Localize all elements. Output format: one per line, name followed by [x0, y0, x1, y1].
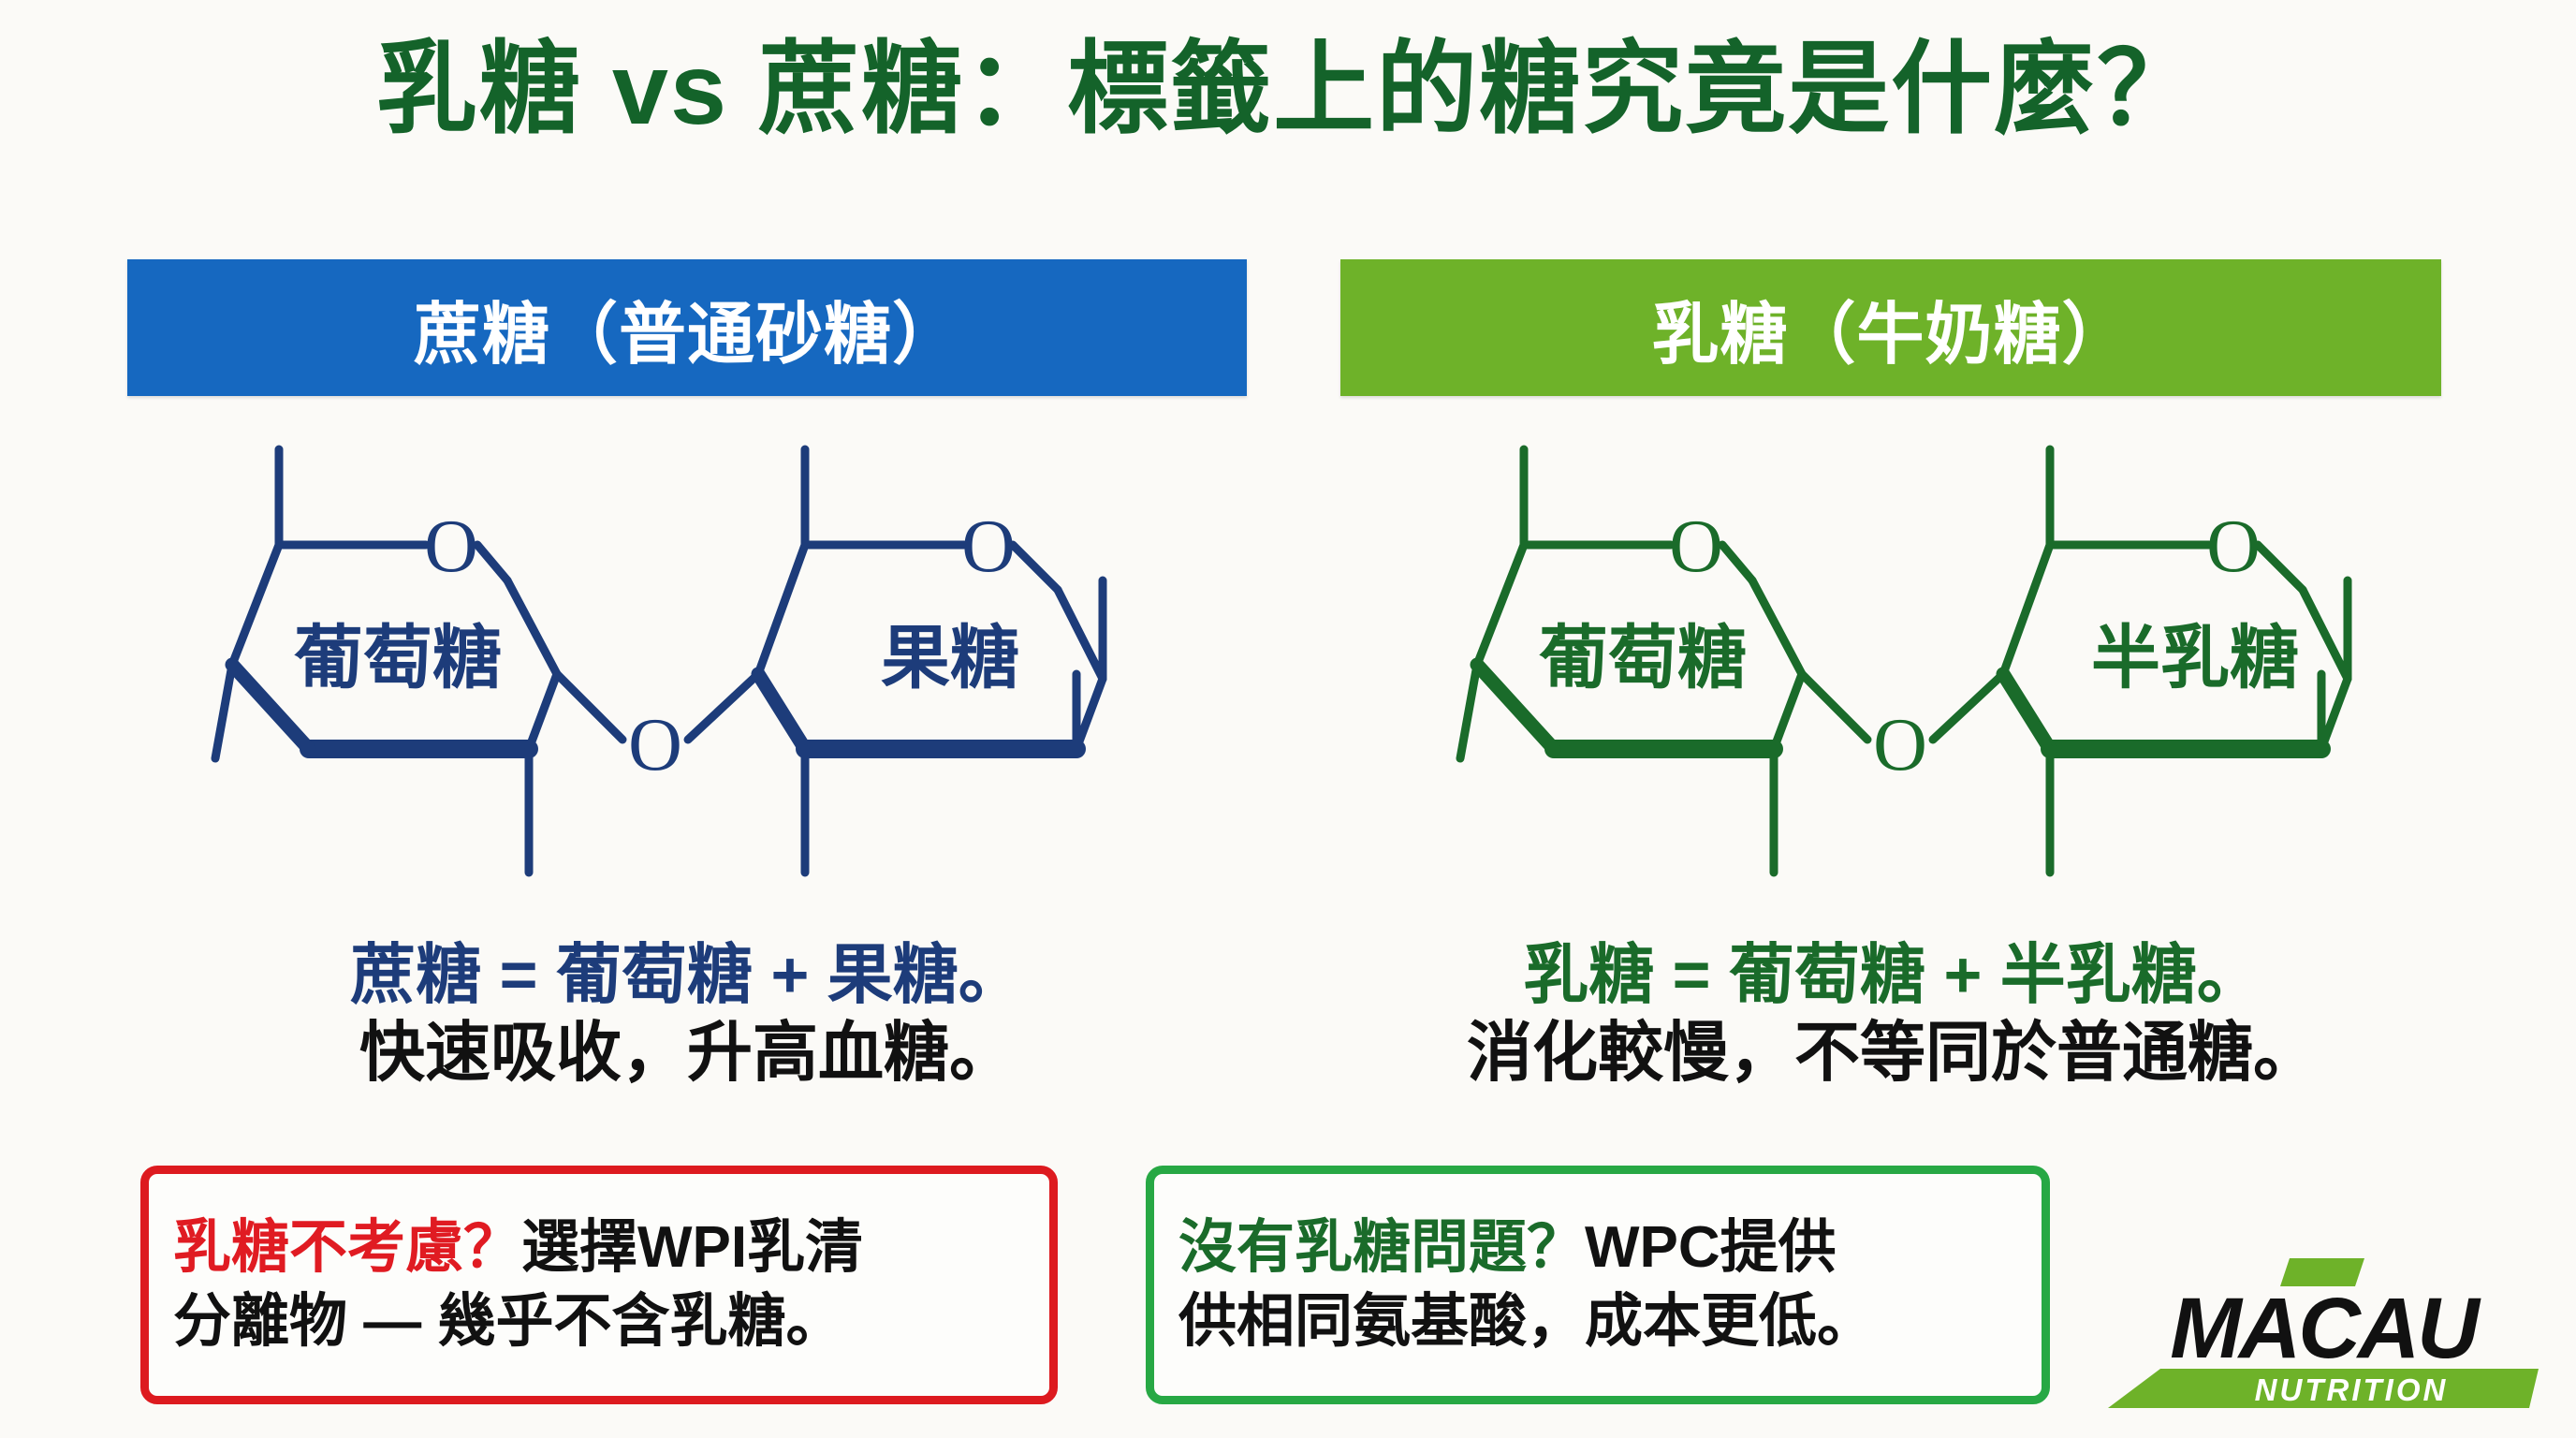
wpi-callout-box: 乳糖不考慮？選擇WPI乳清 分離物 — 幾乎不含乳糖。 [140, 1166, 1058, 1404]
wpi-callout-line1-rest: 選擇WPI乳清 [521, 1215, 864, 1281]
svg-text:O: O [961, 506, 1016, 588]
wpi-callout-line1: 乳糖不考慮？選擇WPI乳清 [173, 1211, 1025, 1284]
macau-nutrition-logo: MACAU NUTRITION [2106, 1238, 2546, 1416]
svg-text:果糖: 果糖 [881, 619, 1019, 697]
svg-text:葡萄糖: 葡萄糖 [294, 619, 502, 697]
wpi-callout-highlight: 乳糖不考慮？ [173, 1215, 522, 1281]
svg-text:O: O [424, 506, 478, 588]
sucrose-equation: 蔗糖 = 葡萄糖 + 果糖。 [350, 938, 1024, 1011]
wpi-callout-line2: 分離物 — 幾乎不含乳糖。 [173, 1288, 844, 1354]
svg-text:O: O [628, 704, 682, 786]
lactose-note: 消化較慢，不等同於普通糖。 [1467, 1015, 2319, 1089]
lactose-equation: 乳糖 = 葡萄糖 + 半乳糖。 [1523, 938, 2262, 1011]
logo-subtext: NUTRITION [2255, 1372, 2449, 1407]
wpc-callout-line2: 供相同氨基酸，成本更低。 [1178, 1288, 1876, 1354]
column-header-sucrose-label: 蔗糖（普通砂糖） [413, 297, 960, 373]
svg-text:O: O [2206, 506, 2261, 588]
logo-wordmark: MACAU [2170, 1281, 2481, 1376]
logo-accent-bar [2280, 1258, 2364, 1286]
svg-text:半乳糖: 半乳糖 [2091, 619, 2299, 697]
sucrose-note: 快速吸收，升高血糖。 [359, 1015, 1015, 1089]
column-header-lactose-label: 乳糖（牛奶糖） [1651, 297, 2130, 373]
sucrose-structure-diagram: O O O [197, 440, 1226, 908]
sucrose-summary: 蔗糖 = 葡萄糖 + 果糖。 快速吸收，升高血糖。 [135, 936, 1239, 1091]
wpc-callout-line1: 沒有乳糖問題？WPC提供 [1178, 1211, 2017, 1284]
column-header-sucrose: 蔗糖（普通砂糖） [127, 259, 1247, 396]
svg-text:O: O [1669, 506, 1723, 588]
wpc-callout-line1-rest: WPC提供 [1585, 1215, 1837, 1281]
svg-text:O: O [1873, 704, 1927, 786]
column-header-lactose: 乳糖（牛奶糖） [1340, 259, 2441, 396]
page-title: 乳糖 vs 蔗糖：標籤上的糖究竟是什麼？ [375, 32, 2201, 145]
wpc-callout-highlight: 沒有乳糖問題？ [1178, 1215, 1586, 1281]
logo-green-band [2108, 1369, 2539, 1408]
lactose-structure-diagram: O O O 葡萄糖 半乳糖 [1442, 440, 2471, 908]
wpc-callout-box: 沒有乳糖問題？WPC提供 供相同氨基酸，成本更低。 [1146, 1166, 2050, 1404]
lactose-summary: 乳糖 = 葡萄糖 + 半乳糖。 消化較慢，不等同於普通糖。 [1340, 936, 2445, 1091]
svg-text:葡萄糖: 葡萄糖 [1539, 619, 1747, 697]
